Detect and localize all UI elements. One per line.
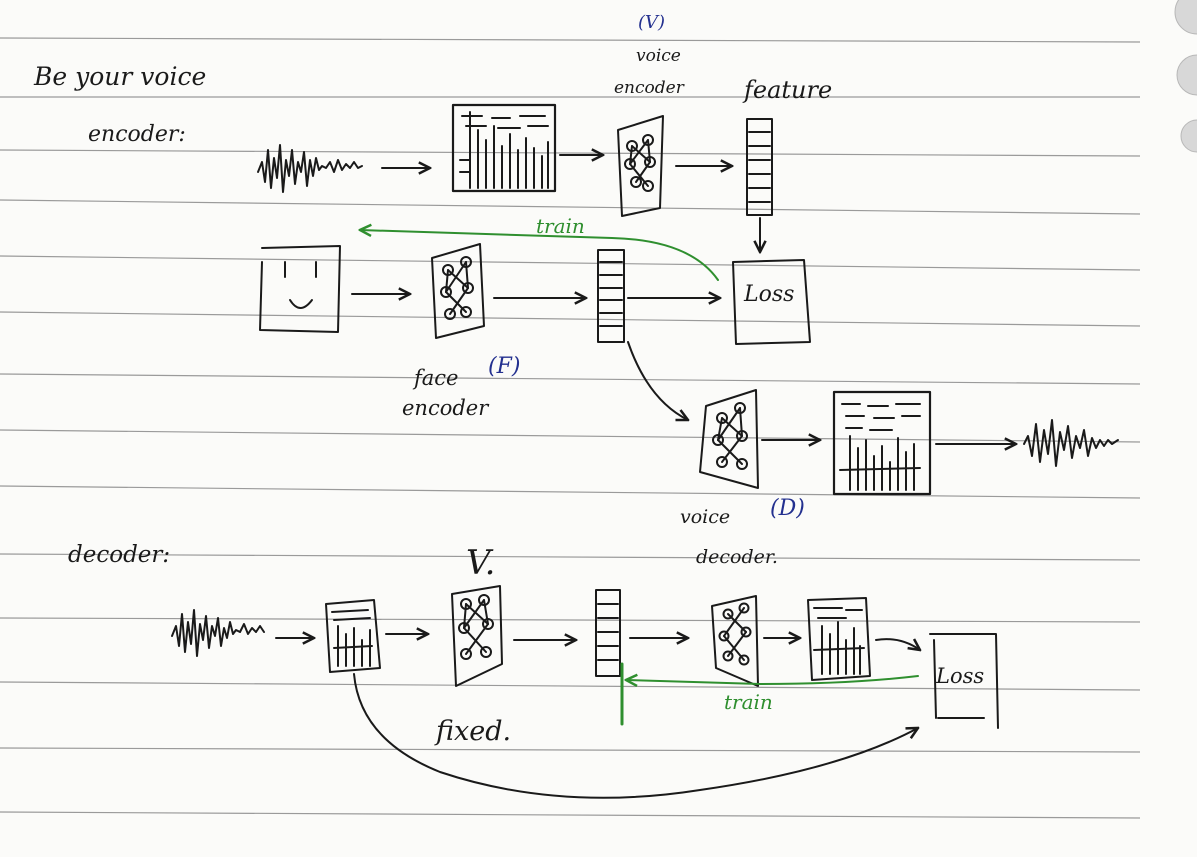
spectrogram-decoder-out: [832, 390, 932, 496]
arrow-spec-in-to-loss-curve: [353, 673, 918, 799]
face-image: [259, 245, 341, 333]
label-fixed: fixed.: [436, 716, 512, 747]
waveform-input-decoder: [171, 609, 265, 657]
label-feature: feature: [744, 76, 833, 104]
spectrogram-decoder-result: [807, 597, 871, 681]
fixed-voice-encoder-block: [451, 585, 503, 687]
label-loss-top: Loss: [744, 282, 795, 307]
label-train-top: train: [536, 214, 585, 238]
feature-vector-decoder: [595, 589, 621, 677]
heading-encoder: encoder:: [88, 122, 186, 147]
label-voice-encoder-1: voice: [636, 46, 681, 66]
voice-encoder-block: [617, 115, 664, 217]
label-voice-decoder-2: decoder.: [696, 546, 778, 568]
label-loss-bottom: Loss: [936, 664, 985, 688]
label-v-fixed-mark: V.: [466, 543, 496, 583]
spectrogram-encoder: [451, 103, 557, 193]
loss-box-top: [732, 259, 811, 345]
label-face-encoder-1: face: [414, 366, 459, 390]
train-arrow-bottom: [626, 676, 919, 684]
heading-decoder: decoder:: [68, 542, 171, 568]
label-voice-encoder-2: encoder: [614, 78, 684, 98]
label-voice-decoder-1: voice: [680, 506, 731, 528]
voice-decoder-block: [699, 389, 759, 489]
heading-be-your-voice: Be your voice: [34, 62, 207, 91]
label-v-tag: (V): [638, 12, 666, 33]
binder-holes: [1174, 0, 1197, 153]
spectrogram-decoder-in: [325, 599, 381, 673]
trained-voice-decoder-block: [711, 595, 759, 687]
feature-vector-voice: [746, 118, 773, 216]
waveform-output: [1023, 419, 1119, 467]
feature-vector-face: [597, 249, 625, 343]
label-train-bottom: train: [724, 690, 773, 714]
arrow-feature-to-voice-decoder: [627, 341, 688, 420]
arrow-spec-result-to-loss: [875, 638, 920, 650]
label-face-encoder-2: encoder: [402, 396, 489, 420]
loss-box-bottom: [929, 633, 999, 729]
label-f-tag: (F): [488, 354, 521, 379]
train-arrow-top: [360, 230, 719, 281]
waveform-input-encoder: [257, 144, 363, 193]
label-d-tag: (D): [770, 496, 805, 521]
ruled-lines: [0, 37, 1141, 819]
face-encoder-block: [431, 243, 485, 339]
